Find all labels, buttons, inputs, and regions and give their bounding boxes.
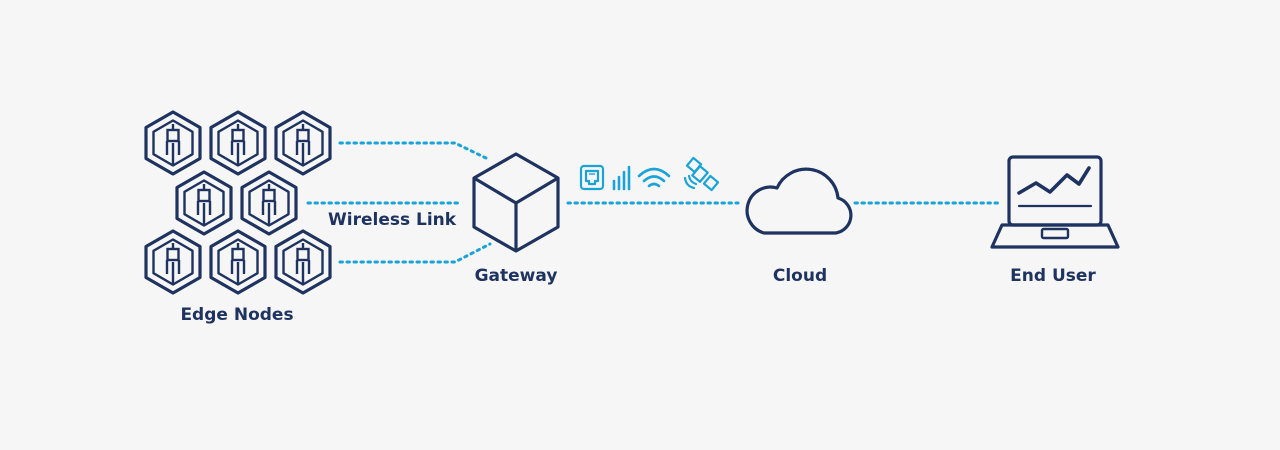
cloud-label: Cloud [772,266,828,286]
edge-node-icon [274,229,332,295]
cloud-icon [745,167,853,235]
edge-nodes [144,110,332,295]
edge-node-icon [144,110,202,176]
edge-node-icon [209,229,267,295]
cellular-signal-icon [612,165,631,191]
wifi-icon [637,167,671,188]
edge-node-icon [175,170,233,236]
ethernet-port-icon [579,164,605,191]
edge-node-icon [209,110,267,176]
edge-node-icon [240,170,298,236]
laptop-chart-icon [990,155,1120,249]
link-top [338,141,492,162]
gateway-cube-icon [472,152,560,253]
end-user-label: End User [1010,266,1096,286]
edge-nodes-label: Edge Nodes [180,305,294,325]
satellite-icon [683,156,720,192]
gateway-label: Gateway [474,266,558,286]
links [306,141,1004,264]
edge-node-icon [144,229,202,295]
link-bottom [338,242,492,264]
edge-node-icon [274,110,332,176]
wireless-link-label: Wireless Link [328,210,457,230]
